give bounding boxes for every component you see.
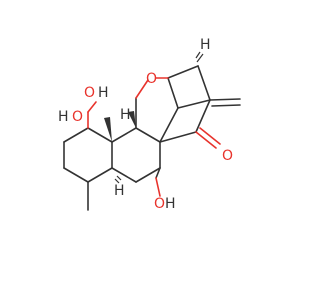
bond [111,167,137,183]
atom-label-h: H [98,85,109,101]
bond [167,65,199,79]
atom-label-h: H [120,107,131,123]
bond [135,167,161,183]
atom-label-h: H [58,109,69,125]
bond [197,65,211,101]
bond-network [63,65,241,211]
bond [111,127,137,143]
atom-label-h: H [165,196,176,212]
atom-label-h: H [114,183,125,199]
atom-label-o: O [84,85,95,101]
atom-label-o: O [154,196,165,212]
bond [209,98,241,101]
bond [63,167,89,183]
bond [155,177,161,197]
hash-bond [195,51,201,59]
bond [199,127,221,145]
bond [195,99,211,133]
molecule-structure: H O O H O O O H H H H [58,37,241,212]
bond [87,101,97,113]
bond [195,131,217,149]
bond [87,127,113,143]
bond [135,127,161,143]
bond [177,99,211,109]
bond [159,107,179,143]
wedge-bond [104,117,112,142]
wedge-bond [128,111,136,128]
molecule-svg: H O O H O O O H H H H [58,37,241,212]
atom-labels: H O O H O O O H H H H [58,37,233,212]
bond [63,127,89,143]
bond [167,77,179,109]
bond [87,167,113,183]
atom-label-o: O [72,109,83,125]
hash-bond [116,175,122,181]
hash-bond [114,178,120,184]
bond [159,131,197,143]
atom-label-h: H [200,37,211,53]
atom-label-o: O [222,148,233,164]
bond [135,79,149,99]
bond [155,167,161,179]
bond [211,104,241,107]
stereo-bonds [104,51,204,184]
heteroatom-bonds [87,77,221,197]
hash-bond [196,53,204,63]
atom-label-o: O [146,71,157,87]
